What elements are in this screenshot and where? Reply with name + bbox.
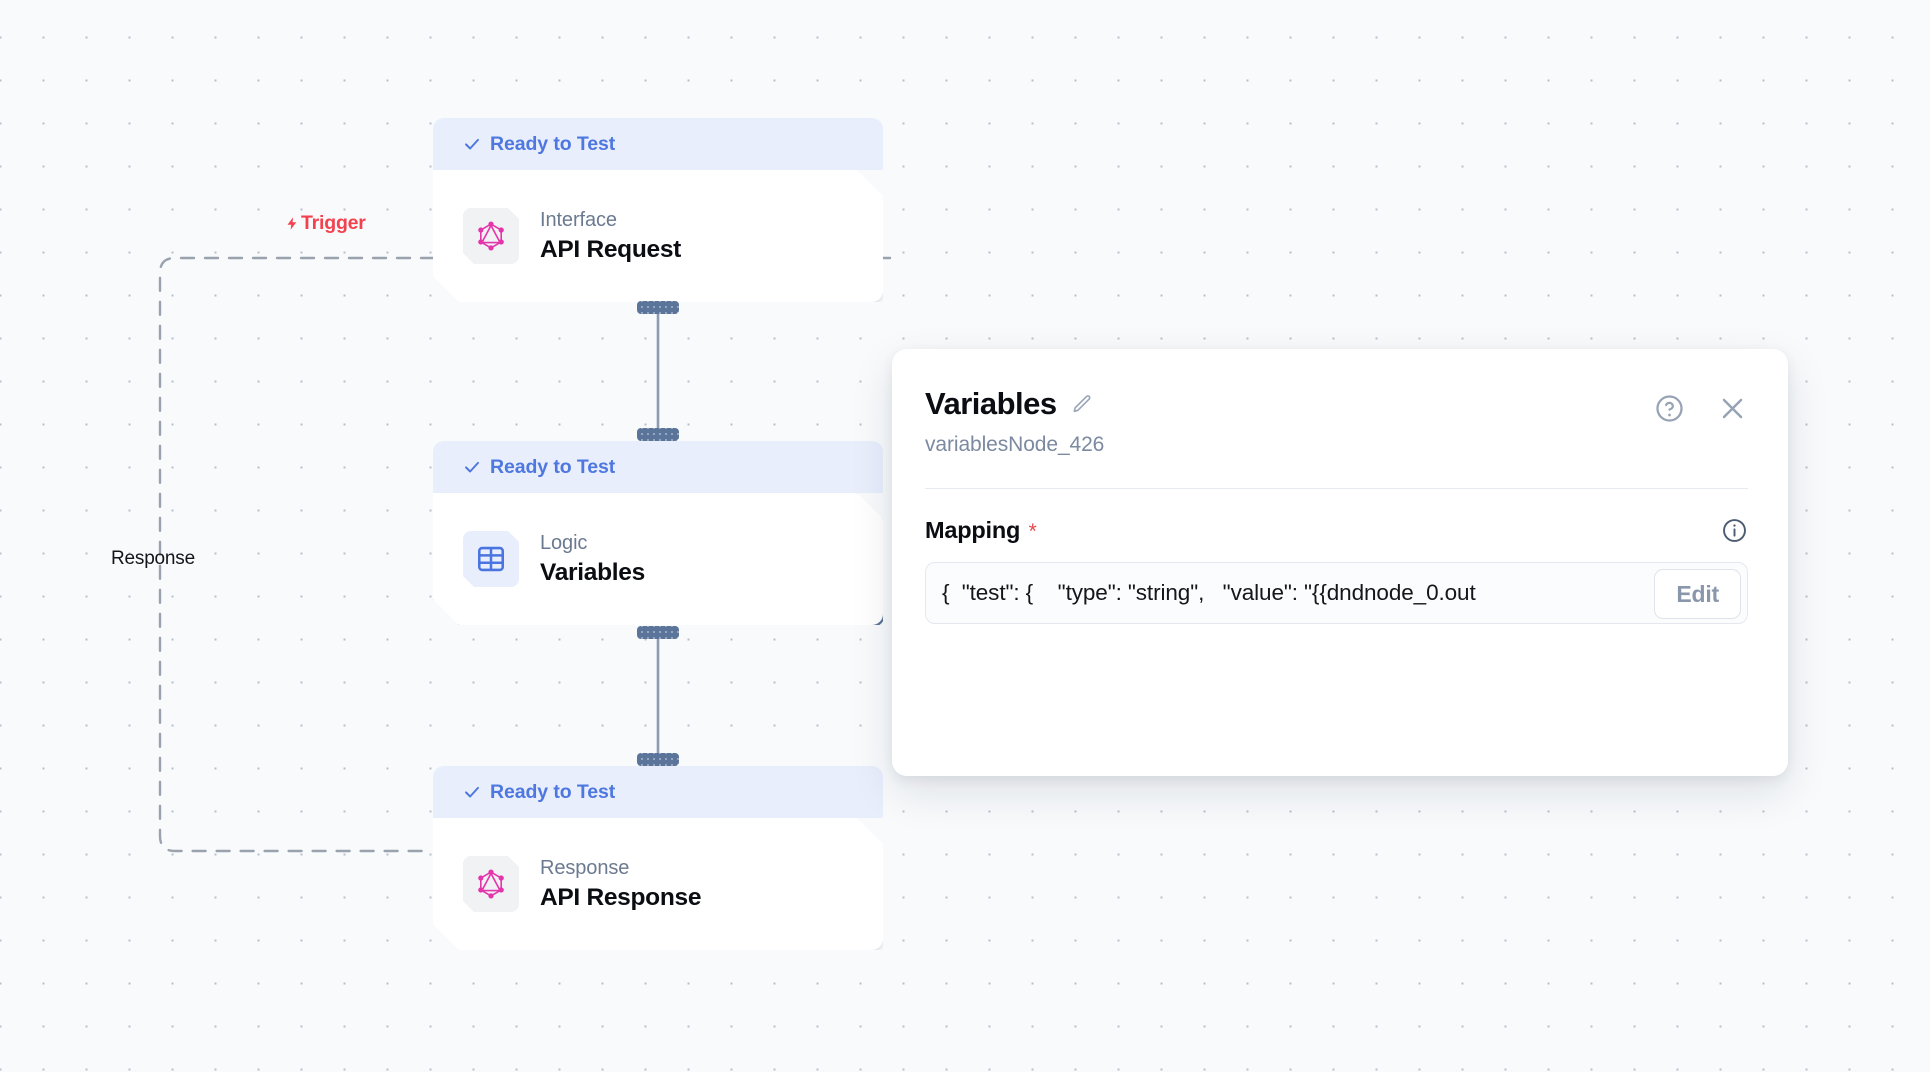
node-card-body[interactable]: Response API Response: [433, 818, 883, 950]
node-handle-target[interactable]: [637, 753, 679, 766]
node-handle-target[interactable]: [637, 428, 679, 441]
node-title-label: API Request: [540, 235, 682, 263]
check-icon: [465, 786, 479, 798]
node-variables[interactable]: Ready to Test Logic Variables: [433, 441, 883, 625]
response-edge-label: Response: [111, 548, 195, 569]
node-status-badge: Ready to Test: [433, 118, 883, 170]
node-title-label: Variables: [540, 558, 645, 586]
node-card-body[interactable]: Logic Variables: [433, 493, 883, 625]
graphql-icon: [463, 208, 519, 264]
close-icon[interactable]: [1717, 393, 1748, 424]
node-title-label: API Response: [540, 883, 702, 911]
panel-divider: [925, 488, 1748, 489]
pencil-icon[interactable]: [1070, 393, 1093, 416]
lightning-bolt-icon: [287, 217, 297, 230]
mapping-input[interactable]: { "test": { "type": "string", "value": "…: [942, 580, 1476, 605]
panel-title: Variables: [925, 386, 1057, 421]
node-handle-source[interactable]: [637, 301, 679, 314]
node-status-badge: Ready to Test: [433, 766, 883, 818]
check-icon: [465, 138, 479, 150]
node-api-request[interactable]: Ready to Test Interface API Request: [433, 118, 883, 302]
node-handle-source[interactable]: [637, 626, 679, 639]
help-circle-icon[interactable]: [1654, 393, 1685, 424]
mapping-label: Mapping: [925, 517, 1021, 543]
node-status-text: Ready to Test: [490, 780, 616, 803]
node-api-response[interactable]: Ready to Test Response API Response: [433, 766, 883, 950]
node-status-text: Ready to Test: [490, 132, 616, 155]
node-status-text: Ready to Test: [490, 455, 616, 478]
mapping-header: Mapping *: [925, 517, 1748, 544]
node-kind-label: Response: [540, 856, 630, 879]
panel-header: Variables variablesNode_426: [925, 386, 1748, 457]
trigger-edge-label-text: Trigger: [301, 212, 366, 234]
info-circle-icon[interactable]: [1721, 517, 1748, 544]
node-card-body[interactable]: Interface API Request: [433, 170, 883, 302]
mapping-label-group: Mapping *: [925, 517, 1037, 544]
graphql-icon: [463, 856, 519, 912]
mapping-input-wrapper[interactable]: { "test": { "type": "string", "value": "…: [925, 562, 1748, 624]
node-kind-label: Interface: [540, 208, 617, 231]
panel-actions: [1654, 393, 1748, 424]
node-kind-label: Logic: [540, 531, 588, 554]
node-status-badge: Ready to Test: [433, 441, 883, 493]
panel-subtitle: variablesNode_426: [925, 433, 1105, 456]
panel-title-row: Variables: [925, 386, 1748, 422]
trigger-edge-label: Trigger: [285, 212, 366, 235]
table-grid-icon: [463, 531, 519, 587]
required-marker: *: [1028, 520, 1037, 543]
check-icon: [465, 461, 479, 473]
edit-mapping-button[interactable]: Edit: [1654, 569, 1741, 619]
node-properties-panel: Variables variablesNode_426: [892, 349, 1788, 776]
